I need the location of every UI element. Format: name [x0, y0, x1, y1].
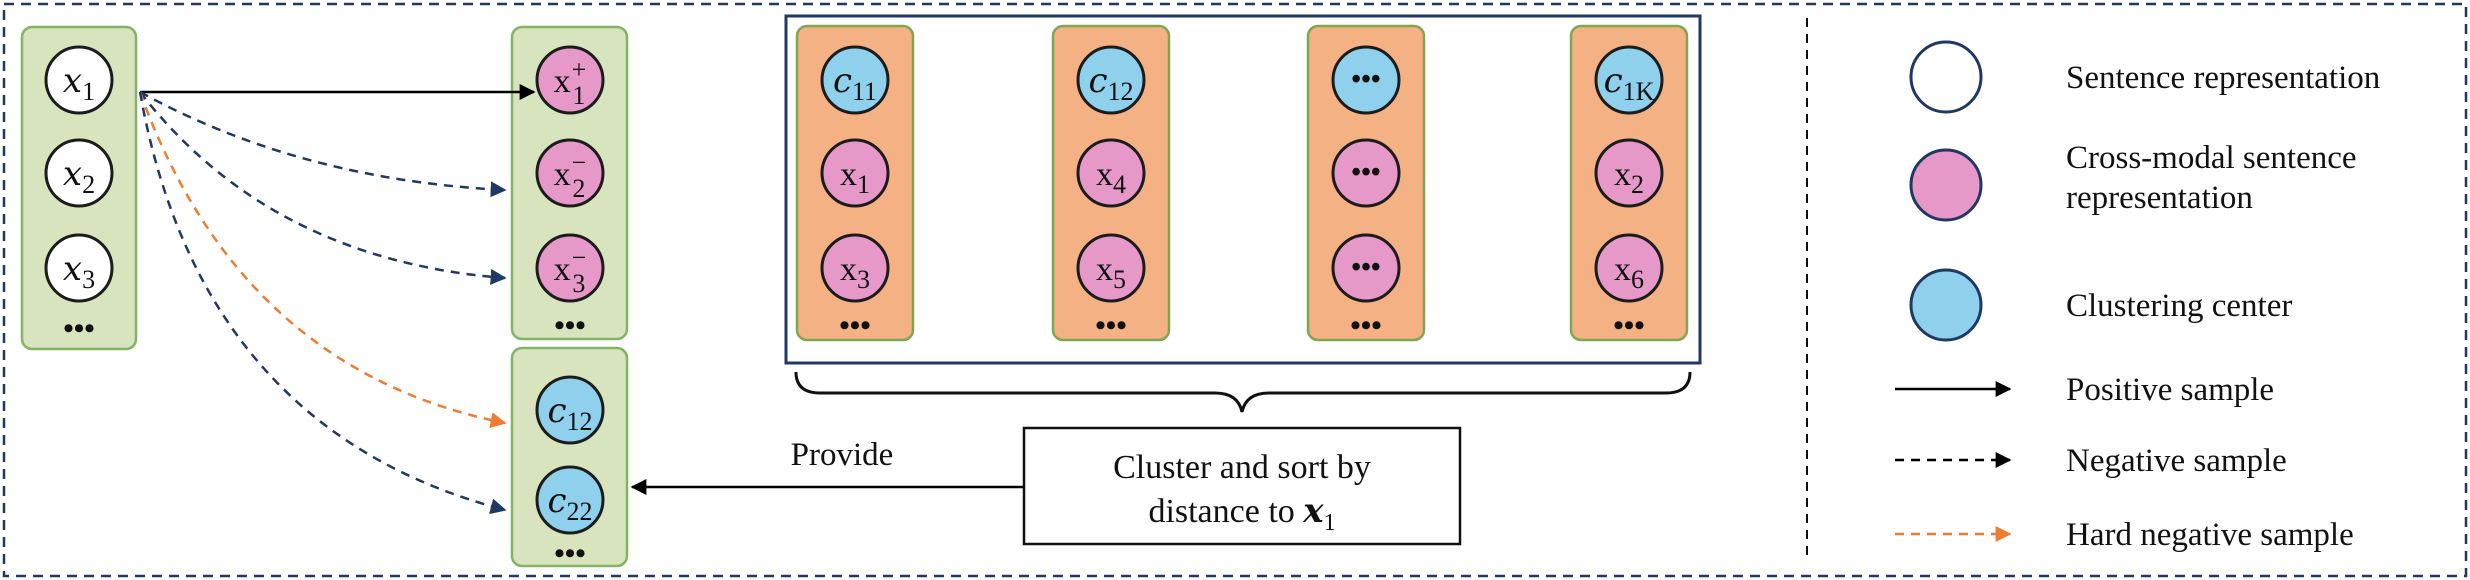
legend-item-1-text-1: Sentence representation [2066, 60, 2380, 96]
legend-item-4-text-1: Positive sample [2066, 372, 2274, 408]
legend-item-2-swatch [1909, 148, 1983, 222]
cluster-3-center-label: ••• [1351, 64, 1380, 95]
cluster-brace [794, 371, 1692, 413]
cluster-4-member-2: x6 [1594, 233, 1664, 303]
input-node-2-label: x2 [63, 154, 95, 199]
legend-item-3-text-1: Clustering center [2066, 288, 2292, 324]
cluster-4-member-1: x2 [1594, 138, 1664, 208]
input-ellipsis: ••• [63, 312, 95, 345]
cluster-4-ellipsis: ••• [1613, 309, 1645, 342]
cluster-2-center-label: c12 [1088, 61, 1133, 106]
cluster-3-center: ••• [1331, 45, 1401, 115]
legend-item-1: Sentence representation [1909, 40, 2380, 114]
legend-item-2-text-2: representation [2066, 180, 2253, 216]
center-node-1: c12 [535, 375, 605, 445]
sample-node-3-label: x−3 [554, 243, 587, 298]
cluster-1-member-2-label: x3 [840, 251, 870, 294]
sample-node-1-label: x+1 [554, 55, 587, 110]
cluster-1-member-1: x1 [820, 138, 890, 208]
negative-arrow-3 [138, 91, 507, 515]
center-node-1-label: c12 [547, 391, 592, 436]
center-node-2: c22 [535, 465, 605, 535]
cluster-2-member-2: x5 [1076, 233, 1146, 303]
center-node-2-label: c22 [547, 481, 592, 526]
sample-ellipsis: ••• [554, 309, 586, 342]
cluster-2-member-1-label: x4 [1096, 156, 1126, 199]
cluster-1-ellipsis: ••• [839, 309, 871, 342]
cluster-3-member-2: ••• [1331, 233, 1401, 303]
cluster-2-center: c12 [1076, 45, 1146, 115]
column-groups [20, 25, 629, 568]
cluster-2-ellipsis: ••• [1095, 309, 1127, 342]
nodes: x1 x2 x3 ••• x+1 x−2 x−3 ••• c12 c22 ••• c11 x1 x3 •••… [44, 45, 1664, 570]
legend-item-2: Cross-modal sentence representation [1909, 140, 2357, 222]
cluster-1-member-2: x3 [820, 233, 890, 303]
input-node-1: x1 [44, 45, 114, 115]
cluster-4-member-1-label: x2 [1614, 156, 1644, 199]
legend-item-3: Clustering center [1909, 268, 2292, 342]
provide-label: Provide [791, 437, 894, 473]
sample-node-3: x−3 [535, 233, 605, 303]
negative-arrow-2 [139, 91, 507, 285]
cluster-2-member-2-label: x5 [1096, 251, 1126, 294]
sample-node-1: x+1 [535, 45, 605, 115]
cluster-3-member-1: ••• [1331, 138, 1401, 208]
sample-node-2: x−2 [535, 138, 605, 208]
input-node-3-label: x3 [63, 249, 95, 294]
legend-item-6-text-1: Hard negative sample [2066, 517, 2354, 553]
cluster-3-member-1-label: ••• [1351, 157, 1380, 188]
legend-item-6: Hard negative sample [1895, 517, 2354, 553]
process-box-line2: distance to x1 [1148, 491, 1335, 536]
legend-item-1-swatch [1909, 40, 1983, 114]
input-node-3: x3 [44, 233, 114, 303]
hard-negative-arrow [138, 91, 507, 429]
legend-item-5: Negative sample [1895, 443, 2287, 479]
center-ellipsis: ••• [554, 537, 586, 570]
cluster-4-center: c1K [1594, 45, 1664, 115]
legend-item-2-text-1: Cross-modal sentence [2066, 140, 2357, 176]
cluster-3-ellipsis: ••• [1350, 309, 1382, 342]
process-box-line1: Cluster and sort by [1113, 449, 1371, 486]
cluster-panel [784, 14, 1702, 365]
cluster-4-center-label: c1K [1604, 61, 1655, 106]
negative-arrow-1 [139, 90, 507, 198]
cluster-1-center-label: c11 [833, 61, 877, 106]
legend-item-3-swatch [1909, 268, 1983, 342]
cluster-1-center: c11 [820, 45, 890, 115]
legend-item-4: Positive sample [1895, 372, 2274, 408]
cluster-3-member-2-label: ••• [1351, 252, 1380, 283]
legend-item-5-text-1: Negative sample [2066, 443, 2287, 479]
input-node-1-label: x1 [63, 61, 95, 106]
cluster-1-member-1-label: x1 [840, 156, 870, 199]
process-box [1022, 426, 1462, 546]
cluster-2-member-1: x4 [1076, 138, 1146, 208]
cluster-4-member-2-label: x6 [1614, 251, 1644, 294]
sample-node-2-label: x−2 [554, 148, 587, 203]
sample-arrows [138, 84, 536, 515]
input-node-2: x2 [44, 138, 114, 208]
